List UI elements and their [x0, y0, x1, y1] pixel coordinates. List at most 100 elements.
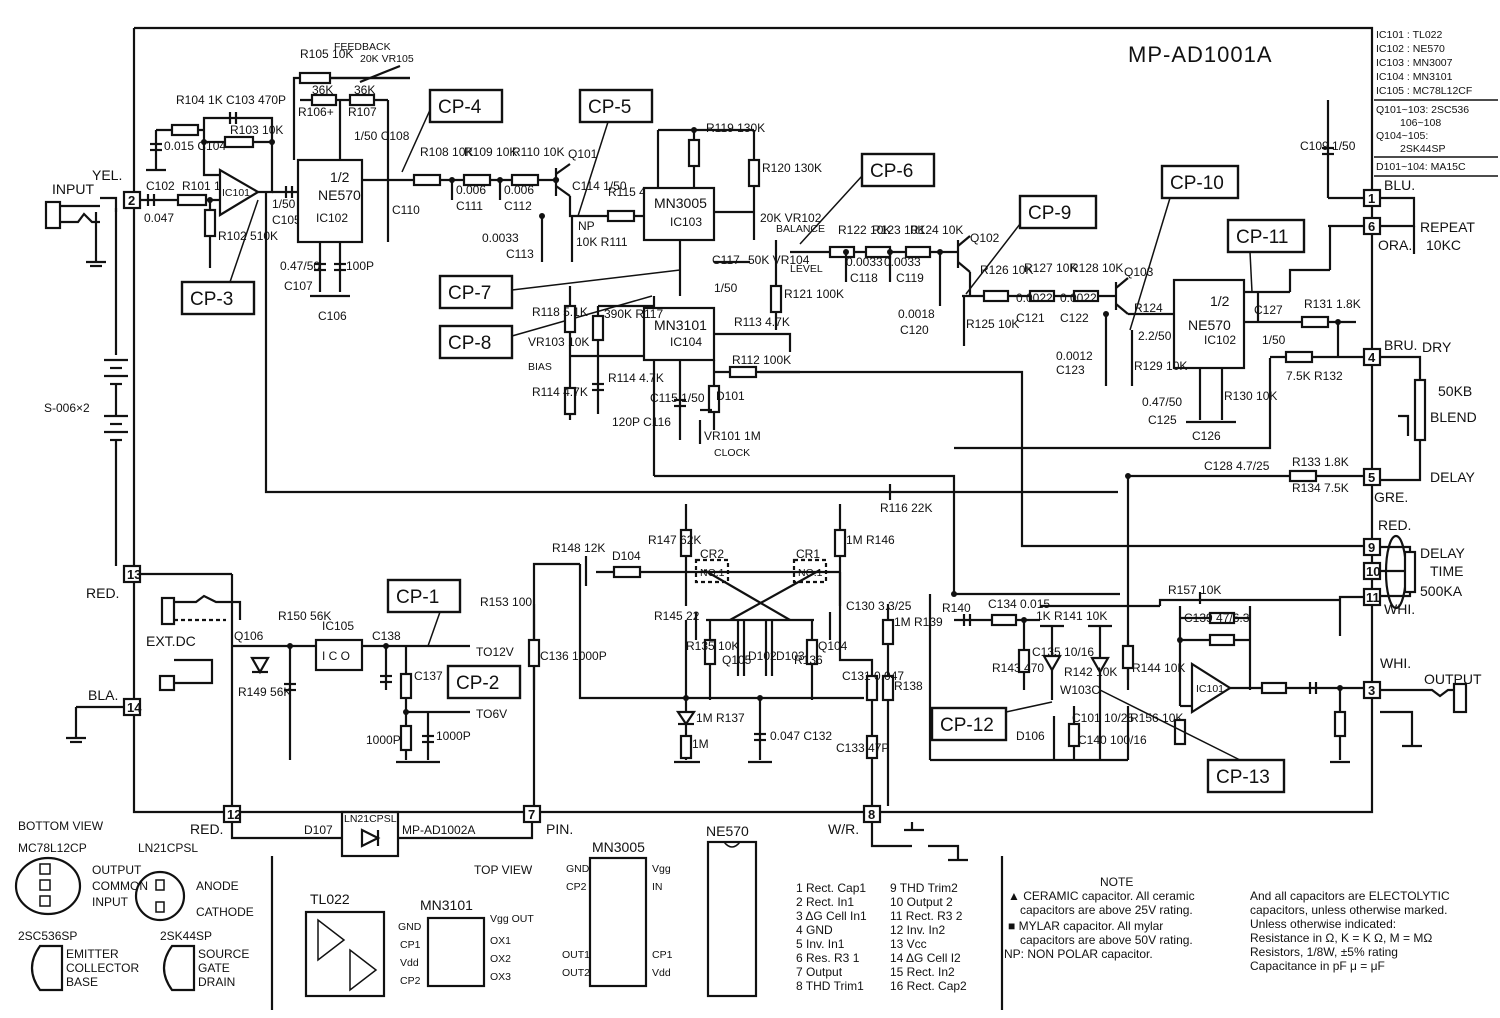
cp13-label: CP-13: [1216, 767, 1270, 788]
wire-color-red2: RED.: [190, 821, 223, 837]
ne570-pin: 3 ΔG Cell In1: [796, 909, 867, 923]
pin-label: CP1: [652, 949, 673, 961]
part-label: 1/50: [714, 281, 738, 295]
delay-time-label: DELAY: [1420, 545, 1466, 561]
part-label: R131 1.8K: [1304, 297, 1361, 311]
part-label: Q101: [568, 147, 598, 161]
ic101a-label: IC101: [222, 187, 250, 199]
part-label: C138: [372, 629, 401, 643]
part-label: C121: [1016, 311, 1045, 325]
part-label: R109 10K: [464, 145, 517, 159]
part-label: C107: [284, 279, 313, 293]
pin-label: Vgg OUT: [490, 913, 534, 925]
ic103-label: MN3005: [654, 195, 707, 211]
ic-top-views: TOP VIEW TL022 MN3101 GND CP1 Vdd CP2 Vg…: [304, 823, 758, 998]
part-label: W103C: [1060, 683, 1100, 697]
part-label: R126 10K: [980, 263, 1033, 277]
part-label: 0.047 C132: [770, 729, 832, 743]
ic104-section: MN3101 IC104 R113 4.7K D101 R112 100K VR…: [528, 286, 800, 476]
ext-dc-label: EXT.DC: [146, 633, 196, 649]
ne570-pin-list: 1 Rect. Cap1 2 Rect. In1 3 ΔG Cell In1 4…: [796, 881, 967, 993]
to6v-label: TO6V: [476, 707, 507, 721]
ic-list-item: IC103 : MN3007: [1376, 57, 1453, 69]
np-label: NP: [578, 219, 595, 233]
part-label: R104 1K: [176, 93, 223, 107]
connector-6: 6: [1368, 219, 1375, 234]
cp8-box: [438, 324, 514, 360]
repeat-value: 10KC: [1426, 237, 1461, 253]
clock-oscillator: R148 12K D104 R153 100 C136 1000P R147 6…: [480, 504, 943, 806]
pin-label: CP2: [400, 975, 421, 987]
ic-list-item: IC104 : MN3101: [1376, 71, 1453, 83]
pin-label: INPUT: [92, 895, 129, 909]
part-label: R125 10K: [966, 317, 1019, 331]
part-label: 120P C116: [612, 415, 671, 429]
junction-dots: [201, 127, 1343, 715]
ic-list: IC101 : TL022 IC102 : NE570 IC103 : MN30…: [1374, 29, 1498, 177]
part-label: C117: [712, 253, 740, 267]
note-line: Resistors, 1/8W, ±5% rating: [1250, 945, 1398, 959]
part-label: R122 10K: [838, 223, 891, 237]
cp3-box: [180, 280, 256, 316]
pin-label: OX2: [490, 953, 511, 965]
part-label: R102 510K: [218, 229, 278, 243]
pin-label: OUT2: [562, 967, 590, 979]
part-label: C122: [1060, 311, 1089, 325]
connector-4: 4: [1368, 350, 1376, 365]
battery-label: S-006×2: [44, 401, 90, 415]
part-label: R108 10K: [420, 145, 473, 159]
sub-board-label: MP-AD1002A: [402, 823, 475, 837]
level-label: LEVEL: [790, 263, 823, 275]
cr2-label: CR2: [700, 547, 724, 561]
part-label: D102: [748, 649, 777, 663]
ic104-ref: IC104: [670, 335, 702, 349]
part-label: C115 1/50: [650, 391, 705, 405]
part-label: R150 56K: [278, 609, 331, 623]
ne570-pin: 4 GND: [796, 923, 833, 937]
ic-list-item: IC102 : NE570: [1376, 43, 1445, 55]
ic101b-label: IC101: [1196, 683, 1224, 695]
connector-12: 12: [227, 807, 241, 822]
ic103-section: MN3005 IC103 R119 130K R120 130K 20K VR1…: [642, 121, 844, 330]
cp4-label: CP-4: [438, 97, 482, 118]
part-label: 0.0033: [884, 255, 921, 269]
part-label: 1/50 C108: [354, 129, 410, 143]
part-label: Q106: [234, 629, 264, 643]
test-point-boxes: CP-3 CP-4 CP-5 CP-6 CP-7 CP-8 CP-9 CP-10…: [180, 88, 1306, 360]
pin-label: COMMON: [92, 879, 148, 893]
tl022-label: TL022: [310, 891, 350, 907]
pin-label: DRAIN: [198, 975, 235, 989]
part-label: C128 4.7/25: [1204, 459, 1270, 473]
part-label: 0.047: [144, 211, 174, 225]
part-label: C112: [504, 199, 532, 213]
part-label: R148 12K: [552, 541, 605, 555]
cp8-label: CP-8: [448, 333, 491, 354]
output-label: OUTPUT: [1424, 671, 1482, 687]
connector-10: 10: [1366, 564, 1380, 579]
cp6-label: CP-6: [870, 161, 913, 182]
cp13-box: [1206, 758, 1286, 794]
connector-2: 2: [128, 193, 135, 208]
part-label: C140 100/16: [1078, 733, 1147, 747]
part-label: C130 3.3/25: [846, 599, 912, 613]
dry-label: DRY: [1422, 339, 1452, 355]
part-label: C119: [896, 271, 924, 285]
input-label: INPUT: [52, 181, 94, 197]
wire-color-ora: ORA.: [1378, 237, 1412, 253]
part-label: 1M R146: [846, 533, 895, 547]
connector-13: 13: [127, 567, 141, 582]
part-label: C123: [1056, 363, 1085, 377]
note-line: Resistance in Ω, K = K Ω, M = MΩ: [1250, 931, 1432, 945]
cp7-box: [438, 274, 514, 310]
cp6-box: [860, 152, 936, 188]
external-controls: BLU. ORA. REPEAT 10KC BRU. DRY 50KB BLEN…: [1338, 177, 1482, 748]
to12v-label: TO12V: [476, 645, 514, 659]
part-label: R120 130K: [762, 161, 822, 175]
part-label: D101: [716, 389, 745, 403]
cp4-box: [428, 88, 504, 124]
part-label: 0.0012: [1056, 349, 1093, 363]
pin-label: CP1: [400, 939, 421, 951]
part-label: C102: [146, 179, 175, 193]
delay-label: DELAY: [1430, 469, 1476, 485]
notes: NOTE ▲ CERAMIC capacitor. All ceramic ca…: [1004, 875, 1450, 973]
